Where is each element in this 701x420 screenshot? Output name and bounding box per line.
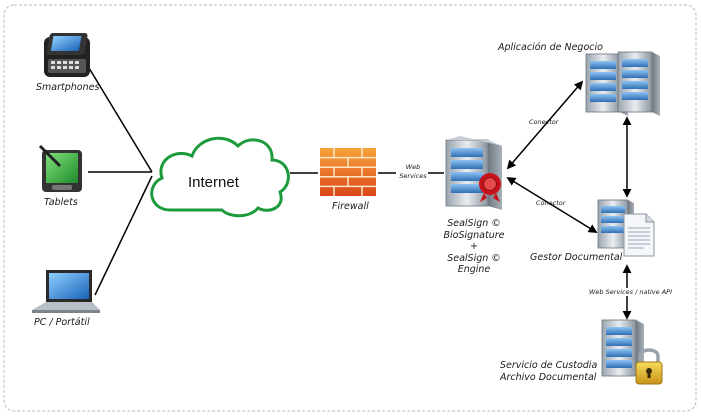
label-web-services: Web Services <box>398 163 428 181</box>
lock-icon <box>635 348 663 385</box>
label-custody: Servicio de Custodia Archivo Documental <box>500 360 598 383</box>
label-firewall: Firewall <box>332 201 369 212</box>
internet-cloud <box>150 136 290 218</box>
label-smartphones: Smartphones <box>36 82 100 93</box>
business-app-servers-icon <box>585 51 660 116</box>
laptop-icon <box>32 270 100 313</box>
frame-border <box>3 4 697 412</box>
label-web-services-api: Web Services / native API <box>588 288 674 296</box>
label-connector-mid: Conector <box>536 199 566 207</box>
label-connector-top: Conector <box>529 118 559 126</box>
device-links <box>85 62 444 296</box>
label-sealsign: SealSign © BioSignature + SealSign © Eng… <box>443 218 505 275</box>
smartphone-icon <box>44 33 90 77</box>
firewall-icon <box>320 148 376 196</box>
tablet-icon <box>38 144 82 192</box>
label-pc: PC / Portátil <box>34 317 90 328</box>
label-internet: Internet <box>188 174 239 191</box>
wax-seal-icon <box>479 173 501 202</box>
flow-arrows <box>506 80 632 320</box>
label-tablets: Tablets <box>44 197 78 208</box>
document-manager-icon <box>597 199 655 257</box>
label-doc-manager: Gestor Documental <box>530 252 623 263</box>
document-icon <box>623 213 655 257</box>
label-business-app: Aplicación de Negocio <box>498 42 603 53</box>
sealsign-server-icon <box>445 136 502 210</box>
custody-server-icon <box>601 319 644 380</box>
